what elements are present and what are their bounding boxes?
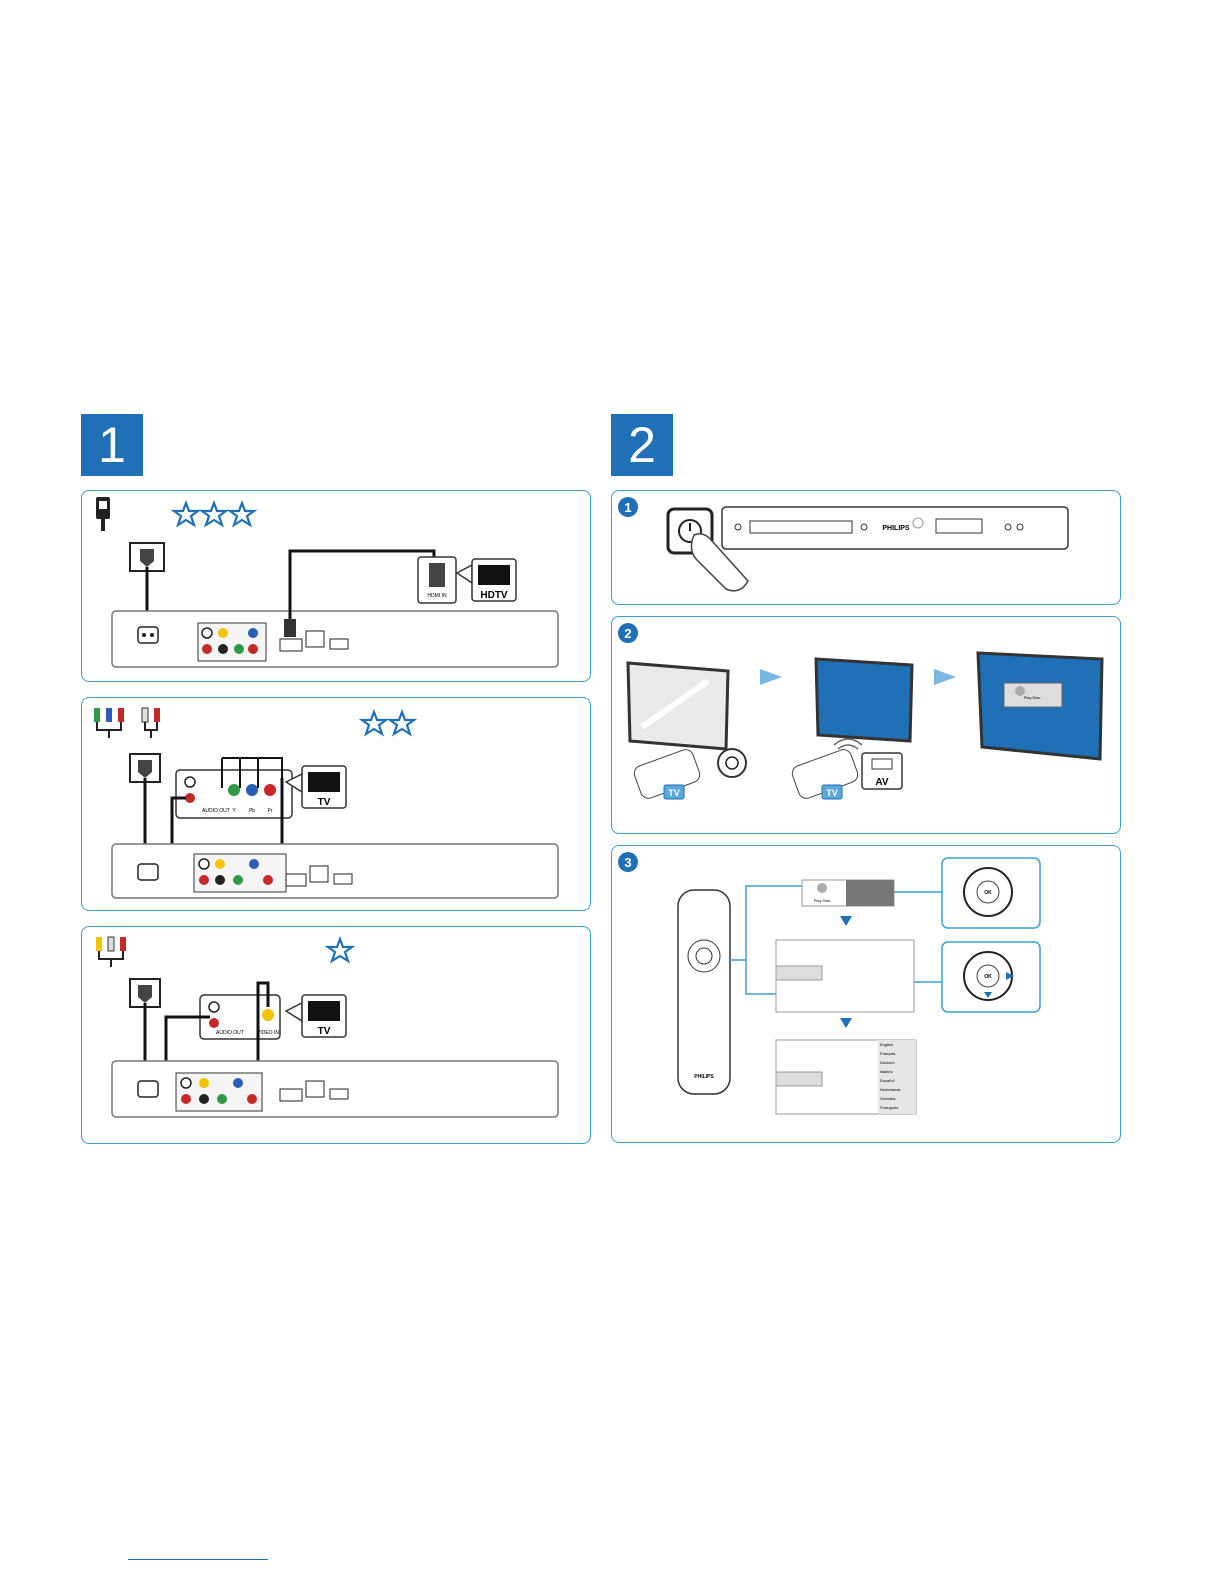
language-francais: Français <box>880 1051 895 1056</box>
arrow-down-icon-1 <box>840 916 852 926</box>
language-portugues: Português <box>880 1105 898 1110</box>
language-espanol: Español <box>880 1078 895 1083</box>
tv-icon-2: TV <box>286 766 346 808</box>
ok-label-2: OK <box>984 974 992 980</box>
ok-button-callout-2: OK <box>942 942 1040 1012</box>
composite-connection-panel: AUDIO OUT VIDEO IN TV <box>81 926 591 1144</box>
play-disc-label-2: Play Disc <box>814 898 831 903</box>
player-back-panel-2 <box>112 844 558 898</box>
composite-plugs-icon <box>96 937 126 967</box>
remote-control-icon: PHILIPS <box>678 890 730 1094</box>
tv-power-button-icon <box>718 749 746 777</box>
rating-stars-3 <box>174 503 254 525</box>
hdmi-in-label: HDMI IN <box>427 593 447 599</box>
hdtv-label: HDTV <box>480 590 508 601</box>
language-svenska: Svenska <box>880 1096 896 1101</box>
step-number-1: 1 <box>81 414 143 476</box>
pb-label: Pb <box>249 808 255 814</box>
tv-badge-label-2: TV <box>826 788 838 798</box>
component-connection-panel: AUDIO OUT Y Pb Pr TV <box>81 697 591 911</box>
audio-out-label-2: AUDIO OUT <box>216 1030 244 1036</box>
pr-label: Pr <box>268 808 273 814</box>
menu-setup-illustration: PHILIPS Play Disc English Français Deuts… <box>612 846 1120 1142</box>
player-back-panel-3 <box>112 1061 558 1117</box>
audio-out-label-1: AUDIO OUT <box>202 808 230 814</box>
footer-rule <box>128 1559 268 1560</box>
component-connection-illustration: AUDIO OUT Y Pb Pr TV <box>82 698 590 910</box>
tv-label-2: TV <box>318 1026 331 1037</box>
language-nederlands: Nederlands <box>880 1087 900 1092</box>
tv-menu-screen-icon <box>978 653 1102 759</box>
arrow-right-icon <box>760 669 782 685</box>
language-deutsch: Deutsch <box>880 1060 895 1065</box>
tv-source-panel: 2 TV TV AV Play Disc <box>611 616 1121 834</box>
philips-front-label: PHILIPS <box>882 525 910 532</box>
menu-setup-panel: 3 PHILIPS Play Disc English Français Deu… <box>611 845 1121 1143</box>
ok-label-1: OK <box>984 890 992 896</box>
tv-off-icon <box>628 663 728 749</box>
tv-badge-label-1: TV <box>668 788 680 798</box>
arrow-right-icon-2 <box>934 669 956 685</box>
step-number-2: 2 <box>611 414 673 476</box>
hdmi-plug-icon <box>96 497 110 531</box>
language-english: English <box>880 1042 893 1047</box>
play-disc-label-1: Play Disc <box>1024 695 1041 700</box>
power-on-illustration: PHILIPS <box>612 491 1120 604</box>
tv-blue-screen-icon <box>816 659 912 741</box>
hdmi-connection-illustration: HDMI IN HDTV <box>82 491 590 681</box>
hdmi-connection-panel: HDMI IN HDTV <box>81 490 591 682</box>
tv-source-illustration: TV TV AV Play Disc <box>612 617 1120 833</box>
rating-stars-1 <box>328 939 352 961</box>
component-plugs-icon <box>94 708 160 738</box>
hdmi-port-callout: HDMI IN <box>418 557 456 603</box>
composite-connection-illustration: AUDIO OUT VIDEO IN TV <box>82 927 590 1143</box>
arrow-down-icon-2 <box>840 1018 852 1028</box>
tv-icon-3: TV <box>286 995 346 1037</box>
philips-remote-label: PHILIPS <box>694 1074 714 1080</box>
player-back-panel <box>112 611 558 667</box>
av-label: AV <box>875 777 888 788</box>
power-on-panel: 1 PHILIPS <box>611 490 1121 605</box>
rating-stars-2 <box>362 712 414 734</box>
tv-label-1: TV <box>318 797 331 808</box>
signal-waves-icon <box>834 739 862 749</box>
ok-button-callout-1: OK <box>942 858 1040 928</box>
hdtv-icon: HDTV <box>457 559 516 601</box>
language-italiano: Italiano <box>880 1069 894 1074</box>
video-in-label: VIDEO IN <box>257 1030 279 1036</box>
